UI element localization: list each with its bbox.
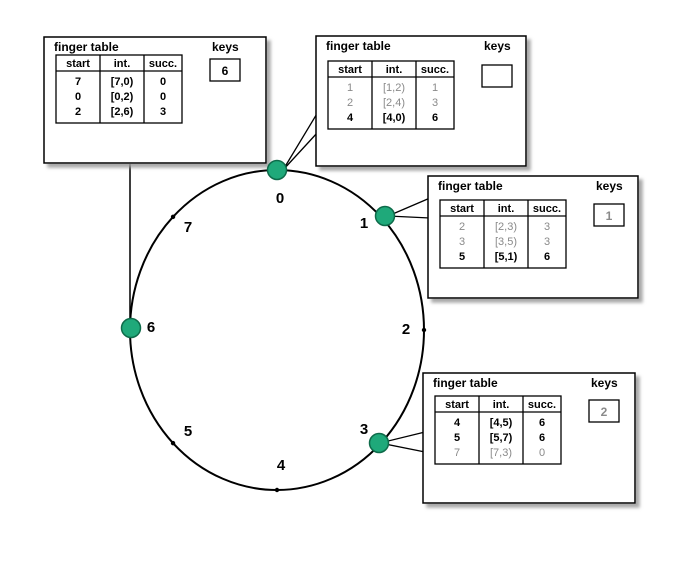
- table-cell-succ: 3: [544, 236, 550, 248]
- finger-table-panel-node-6: finger table keys 6 start int. succ. 7 [7,0) 0 0 […: [43, 36, 267, 164]
- keys-box: [588, 399, 620, 423]
- table-cell-start: 0: [75, 91, 81, 103]
- ring-label-2: 2: [402, 321, 410, 338]
- ring-label-4: 4: [277, 457, 286, 474]
- keys-box: [481, 64, 513, 88]
- table-cell-succ: 3: [160, 106, 166, 118]
- table-cell-interval: [4,5): [490, 417, 513, 429]
- table-cell-succ: 6: [539, 432, 545, 444]
- column-header: succ.: [528, 399, 556, 411]
- column-header: int.: [498, 203, 515, 215]
- panel-box: [422, 372, 636, 504]
- ring-label-7: 7: [184, 219, 192, 236]
- table-cell-interval: [7,3): [490, 447, 512, 459]
- keys-box: [593, 203, 625, 227]
- table-cell-interval: [7,0): [111, 76, 134, 88]
- table-cell-interval: [2,3): [495, 221, 517, 233]
- column-header: start: [66, 58, 90, 70]
- node-6: [120, 317, 142, 339]
- ring-label-6: 6: [147, 319, 155, 336]
- panel-title: finger table: [326, 39, 391, 53]
- table-cell-succ: 0: [160, 91, 166, 103]
- callout-line-node-0-b: [282, 131, 319, 171]
- table-cell-start: 2: [347, 97, 353, 109]
- table-cell-start: 3: [459, 236, 465, 248]
- column-header: int.: [493, 399, 510, 411]
- finger-table-panel-node-3: finger table keys 2 start int. succ. 4 [4,5) 6 5 […: [422, 372, 636, 504]
- finger-table-frame: [439, 199, 567, 269]
- table-cell-succ: 0: [539, 447, 545, 459]
- table-cell-start: 2: [75, 106, 81, 118]
- table-cell-succ: 3: [432, 97, 438, 109]
- ring-tick-2: [421, 327, 427, 333]
- table-cell-start: 7: [75, 76, 81, 88]
- panel-box: [427, 175, 639, 299]
- table-cell-interval: [2,6): [111, 106, 134, 118]
- keys-value: 6: [222, 64, 229, 78]
- keys-value: 2: [601, 405, 608, 419]
- node-0: [266, 159, 288, 181]
- table-cell-interval: [5,7): [490, 432, 513, 444]
- column-header: succ.: [533, 203, 561, 215]
- table-cell-succ: 1: [432, 82, 438, 94]
- table-cell-start: 2: [459, 221, 465, 233]
- panel-box: [43, 36, 267, 164]
- table-cell-interval: [1,2): [383, 82, 405, 94]
- table-cell-start: 4: [347, 112, 354, 124]
- ring-tick-5: [170, 440, 176, 446]
- column-header: start: [445, 399, 469, 411]
- keys-label: keys: [596, 179, 623, 193]
- callout-line-node-0: [282, 111, 319, 171]
- node-3: [368, 432, 390, 454]
- table-cell-succ: 0: [160, 76, 166, 88]
- table-cell-start: 5: [459, 251, 465, 263]
- finger-table-frame: [327, 60, 455, 130]
- table-cell-start: 4: [454, 417, 461, 429]
- keys-value: 1: [606, 209, 613, 223]
- node-1: [374, 205, 396, 227]
- column-header: succ.: [421, 64, 449, 76]
- panel-title: finger table: [54, 40, 119, 54]
- finger-table-frame: [55, 54, 183, 124]
- finger-table-frame: [434, 395, 562, 465]
- table-cell-succ: 6: [539, 417, 545, 429]
- keys-label: keys: [212, 40, 239, 54]
- ring-label-0: 0: [276, 190, 284, 207]
- keys-box: [209, 58, 241, 82]
- table-cell-succ: 6: [544, 251, 550, 263]
- table-cell-start: 1: [347, 82, 353, 94]
- table-cell-succ: 6: [432, 112, 438, 124]
- keys-label: keys: [484, 39, 511, 53]
- panel-title: finger table: [433, 376, 498, 390]
- table-cell-interval: [4,0): [383, 112, 406, 124]
- ring-label-1: 1: [360, 215, 368, 232]
- ring-label-5: 5: [184, 423, 192, 440]
- keys-label: keys: [591, 376, 618, 390]
- table-cell-interval: [5,1): [495, 251, 518, 263]
- column-header: succ.: [149, 58, 177, 70]
- table-cell-interval: [3,5): [495, 236, 517, 248]
- panel-box: [315, 35, 527, 167]
- column-header: int.: [386, 64, 403, 76]
- table-cell-start: 7: [454, 447, 460, 459]
- ring-label-3: 3: [360, 421, 368, 438]
- finger-table-panel-node-1: finger table keys 1 start int. succ. 2 [2,3) 3 3 […: [427, 175, 639, 299]
- column-header: int.: [114, 58, 131, 70]
- table-cell-interval: [0,2): [111, 91, 134, 103]
- table-cell-interval: [2,4): [383, 97, 405, 109]
- callout-line-node-1: [387, 197, 431, 217]
- panel-title: finger table: [438, 179, 503, 193]
- table-cell-start: 5: [454, 432, 460, 444]
- ring-tick-4: [274, 487, 280, 493]
- finger-table-panel-node-0: finger table keys start int. succ. 1 [1,2) 1 2 [2…: [315, 35, 527, 167]
- column-header: start: [338, 64, 362, 76]
- table-cell-succ: 3: [544, 221, 550, 233]
- column-header: start: [450, 203, 474, 215]
- ring-tick-7: [170, 214, 176, 220]
